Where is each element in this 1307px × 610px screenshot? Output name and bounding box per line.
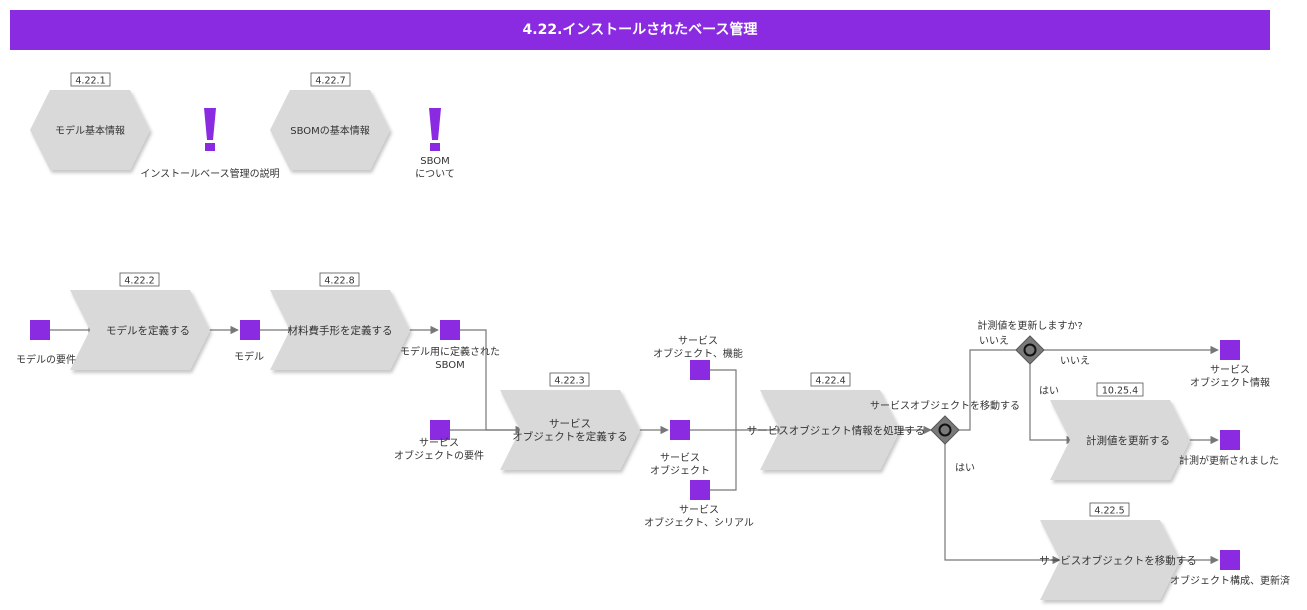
data-object-label: 計測が更新されました	[1179, 454, 1279, 467]
activity-process-service-object[interactable]: 4.22.4 サービスオブジェクト情報を処理する	[747, 372, 926, 470]
activity-label: サービスオブジェクトを定義する	[512, 418, 628, 443]
data-object-label: オブジェクト構成、更新済	[1170, 574, 1290, 587]
page-title: 4.22.インストールされたベース管理	[10, 10, 1270, 50]
activity-label: モデルを定義する	[106, 324, 190, 337]
exclamation-icon	[429, 108, 441, 151]
activity-label: 計測値を更新する	[1086, 434, 1170, 447]
activity-label: 材料費手形を定義する	[288, 324, 393, 337]
gateway-move-service-object[interactable]: サービスオブジェクトを移動する	[870, 399, 1020, 445]
data-object-label: サービスオブジェクト情報	[1190, 364, 1270, 389]
data-object-service-object-function[interactable]: サービスオブジェクト、機能	[653, 335, 743, 380]
data-object-label: サービスオブジェクトの要件	[394, 437, 484, 462]
activity-code: 4.22.4	[815, 376, 845, 387]
data-object-service-object-serial[interactable]: サービスオブジェクト、シリアル	[644, 480, 754, 529]
activity-label: サービスオブジェクト情報を処理する	[747, 424, 926, 437]
gateway-update-meter[interactable]: 計測値を更新しますか?	[977, 319, 1083, 365]
activity-code: 10.25.4	[1102, 386, 1138, 397]
reference-model-info[interactable]: 4.22.1 モデル基本情報	[30, 72, 150, 170]
exclamation-icon	[204, 108, 216, 151]
activity-code: 4.22.2	[124, 276, 154, 287]
activity-define-model[interactable]: 4.22.2 モデルを定義する	[70, 272, 210, 370]
activity-move-service-object[interactable]: 4.22.5 サービスオブジェクトを移動する	[1039, 502, 1197, 600]
gateway-label: サービスオブジェクトを移動する	[870, 399, 1020, 412]
data-object-service-object[interactable]: サービスオブジェクト	[650, 420, 710, 477]
activity-code: 4.22.3	[554, 376, 584, 387]
reference-code: 4.22.7	[315, 76, 345, 87]
gateway-label: 計測値を更新しますか?	[977, 319, 1082, 332]
edge-label-no: いいえ	[979, 335, 1009, 347]
note-label: インストールベース管理の説明	[140, 167, 279, 180]
activity-label: サービスオブジェクトを移動する	[1039, 554, 1197, 567]
reference-sbom-info[interactable]: 4.22.7 SBOMの基本情報	[270, 72, 390, 170]
data-object-service-object-requirements[interactable]: サービスオブジェクトの要件	[394, 420, 484, 462]
activity-define-bom[interactable]: 4.22.8 材料費手形を定義する	[270, 272, 410, 370]
data-object-meter-updated[interactable]: 計測が更新されました	[1179, 430, 1279, 467]
activity-update-meter[interactable]: 10.25.4 計測値を更新する	[1050, 382, 1190, 480]
edge-label-no: いいえ	[1060, 355, 1090, 367]
activity-define-service-object[interactable]: 4.22.3 サービスオブジェクトを定義する	[500, 372, 640, 470]
activity-code: 4.22.8	[324, 276, 354, 287]
data-object-label: サービスオブジェクト、シリアル	[644, 504, 754, 529]
activity-code: 4.22.5	[1094, 506, 1124, 517]
data-object-config-updated[interactable]: オブジェクト構成、更新済	[1170, 550, 1290, 587]
data-object-label: モデル	[234, 350, 264, 363]
reference-label: モデル基本情報	[55, 124, 125, 137]
edge-label-yes: はい	[955, 462, 975, 474]
connectors	[50, 325, 1219, 565]
reference-code: 4.22.1	[75, 76, 105, 87]
note-installbase[interactable]: インストールベース管理の説明	[140, 108, 280, 180]
reference-label: SBOMの基本情報	[290, 124, 370, 137]
data-object-service-object-info[interactable]: サービスオブジェクト情報	[1190, 340, 1270, 389]
data-object-label: サービスオブジェクト	[650, 452, 710, 477]
data-object-model-requirements[interactable]: モデルの要件	[16, 320, 76, 366]
edge-label-yes: はい	[1039, 385, 1059, 397]
data-object-model[interactable]: モデル	[234, 320, 264, 363]
data-object-label: サービスオブジェクト、機能	[653, 335, 743, 360]
data-object-label: モデルの要件	[16, 353, 76, 366]
